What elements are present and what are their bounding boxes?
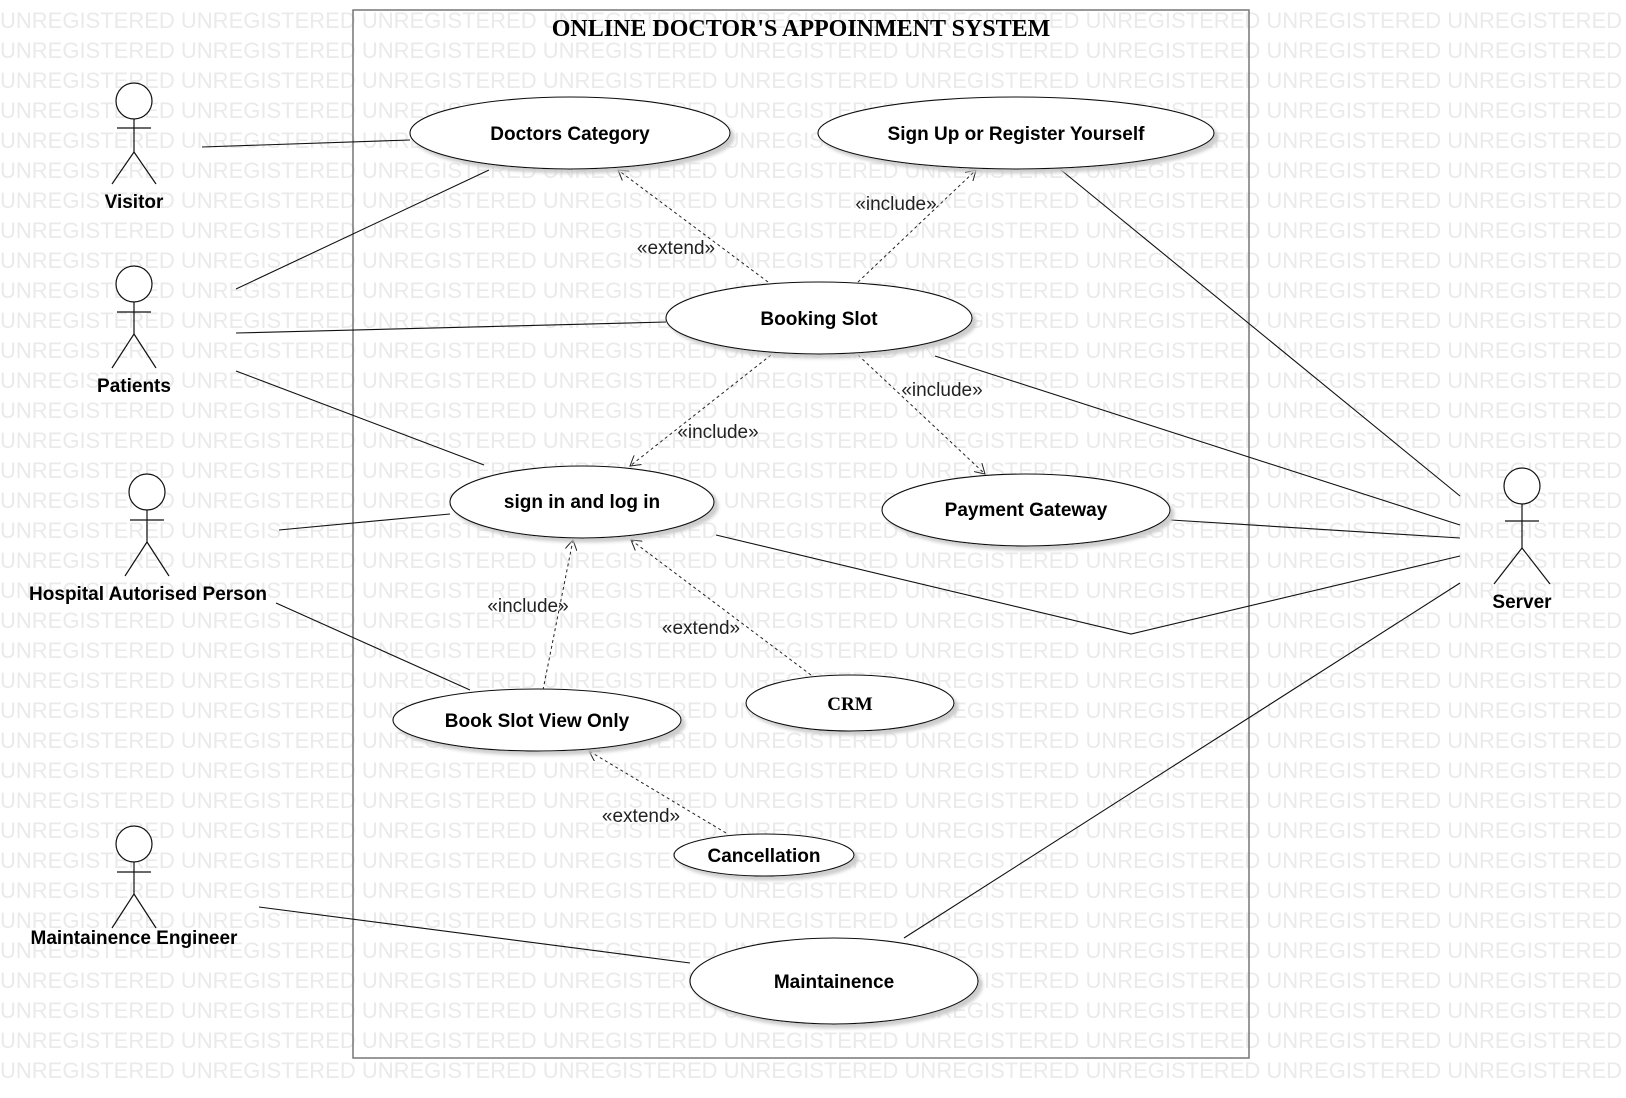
dependencies [542, 170, 985, 834]
label-include-bookview: «include» [487, 596, 568, 617]
actor-label-patients: Patients [97, 376, 171, 397]
assoc-patients-booking-slot [235, 321, 667, 334]
actor-engineer[interactable] [111, 825, 157, 929]
use-cases: Doctors Category Sign Up or Register You… [392, 96, 1215, 1025]
actor-server[interactable] [1493, 467, 1551, 585]
use-case-label: Payment Gateway [945, 500, 1108, 521]
use-case-label: Doctors Category [490, 124, 650, 145]
use-case-book-slot-view[interactable]: Book Slot View Only [392, 688, 682, 752]
actor-label-server: Server [1492, 592, 1552, 613]
dep-booking-signup-include [857, 170, 976, 283]
label-include-signup: «include» [855, 194, 936, 215]
actor-label-visitor: Visitor [105, 192, 164, 213]
assoc-hospital-sign-in [278, 513, 451, 531]
label-include-signin: «include» [677, 422, 758, 443]
system-boundary [352, 9, 1250, 1059]
use-case-sign-in[interactable]: sign in and log in [449, 465, 715, 539]
use-case-label: Book Slot View Only [445, 711, 630, 732]
actor-hospital[interactable] [124, 473, 170, 577]
label-extend-cancellation: «extend» [602, 806, 680, 827]
actor-label-engineer: Maintainence Engineer [31, 928, 239, 949]
use-case-cancellation[interactable]: Cancellation [673, 833, 855, 877]
assoc-visitor-doctors-category [201, 139, 411, 148]
assoc-server-booking-slot [934, 355, 1461, 526]
use-case-maintainence[interactable]: Maintainence [689, 937, 979, 1025]
assoc-engineer-maintainence [258, 906, 691, 964]
actor-visitor[interactable] [111, 82, 157, 185]
use-case-payment-gateway[interactable]: Payment Gateway [881, 473, 1171, 547]
actor-patients[interactable] [111, 265, 157, 369]
assoc-patients-doctors-category [235, 169, 490, 290]
use-case-doctors-category[interactable]: Doctors Category [409, 96, 731, 170]
use-case-booking-slot[interactable]: Booking Slot [665, 281, 973, 355]
assoc-server-sign-up [1060, 169, 1461, 497]
use-case-crm[interactable]: CRM [745, 674, 955, 732]
dep-booking-doctors-extend [618, 170, 769, 283]
label-extend-crm: «extend» [662, 618, 740, 639]
label-extend-doctors: «extend» [637, 238, 715, 259]
assoc-patients-sign-in [235, 370, 485, 466]
system-title: ONLINE DOCTOR'S APPOINMENT SYSTEM [552, 16, 1051, 42]
assoc-server-maintainence [903, 582, 1461, 939]
use-case-label: Sign Up or Register Yourself [888, 124, 1146, 145]
assoc-server-sign-in [715, 534, 1461, 635]
dep-crm-signin-extend [631, 540, 812, 676]
use-case-label: Maintainence [774, 972, 894, 993]
actor-label-hospital: Hospital Autorised Person [29, 584, 267, 605]
use-case-label: CRM [827, 694, 872, 715]
dep-cancellation-bookview-extend [589, 751, 727, 834]
assoc-hospital-book-slot-view [275, 602, 471, 691]
dep-booking-signin-include [630, 354, 772, 466]
label-include-payment: «include» [901, 380, 982, 401]
associations [201, 139, 1461, 964]
use-case-label: Cancellation [708, 846, 821, 867]
dep-bookview-signin-include [542, 540, 573, 691]
assoc-server-payment-gateway [1170, 519, 1461, 539]
use-case-label: sign in and log in [504, 492, 660, 513]
dep-booking-payment-include [857, 354, 985, 474]
use-case-sign-up[interactable]: Sign Up or Register Yourself [817, 96, 1215, 170]
use-case-label: Booking Slot [760, 309, 878, 330]
